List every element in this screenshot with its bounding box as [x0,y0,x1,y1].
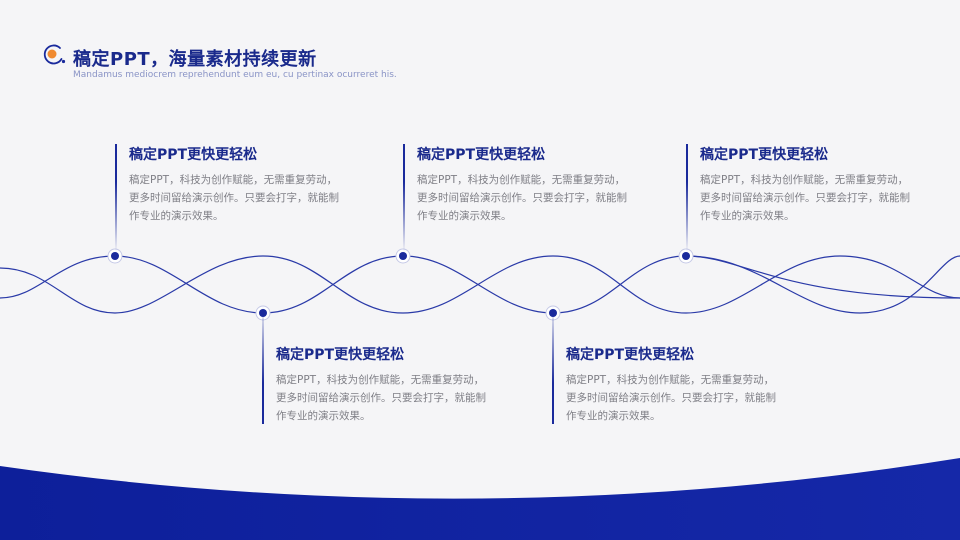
wave-line-b [0,255,960,314]
logo-icon [43,44,66,65]
item-text: 稿定PPT，科技为创作赋能，无需重复劳动，更多时间留给演示创作。只要会打字，就能… [129,174,339,222]
item-accent-bar [403,144,405,252]
wave-line-a [0,255,960,314]
item-text: 稿定PPT，科技为创作赋能，无需重复劳动，更多时间留给演示创作。只要会打字，就能… [276,374,486,422]
item-accent-bar [262,306,264,424]
page-subtitle: Mandamus mediocrem reprehendunt eum eu, … [73,70,397,80]
item-text: 稿定PPT，科技为创作赋能，无需重复劳动，更多时间留给演示创作。只要会打字，就能… [566,374,776,422]
item-text: 稿定PPT，科技为创作赋能，无需重复劳动，更多时间留给演示创作。只要会打字，就能… [700,174,910,222]
item-accent-bar [552,306,554,424]
item-title: 稿定PPT更快更轻松 [566,347,695,363]
wave-line-c [685,255,960,314]
item-accent-bar [115,144,117,252]
item-title: 稿定PPT更快更轻松 [129,147,258,163]
item-title: 稿定PPT更快更轻松 [417,147,546,163]
item-text: 稿定PPT，科技为创作赋能，无需重复劳动，更多时间留给演示创作。只要会打字，就能… [417,174,627,222]
item-title: 稿定PPT更快更轻松 [700,147,829,163]
item-accent-bar [686,144,688,252]
item-title: 稿定PPT更快更轻松 [276,347,405,363]
page-title: 稿定PPT，海量素材持续更新 [73,49,317,70]
